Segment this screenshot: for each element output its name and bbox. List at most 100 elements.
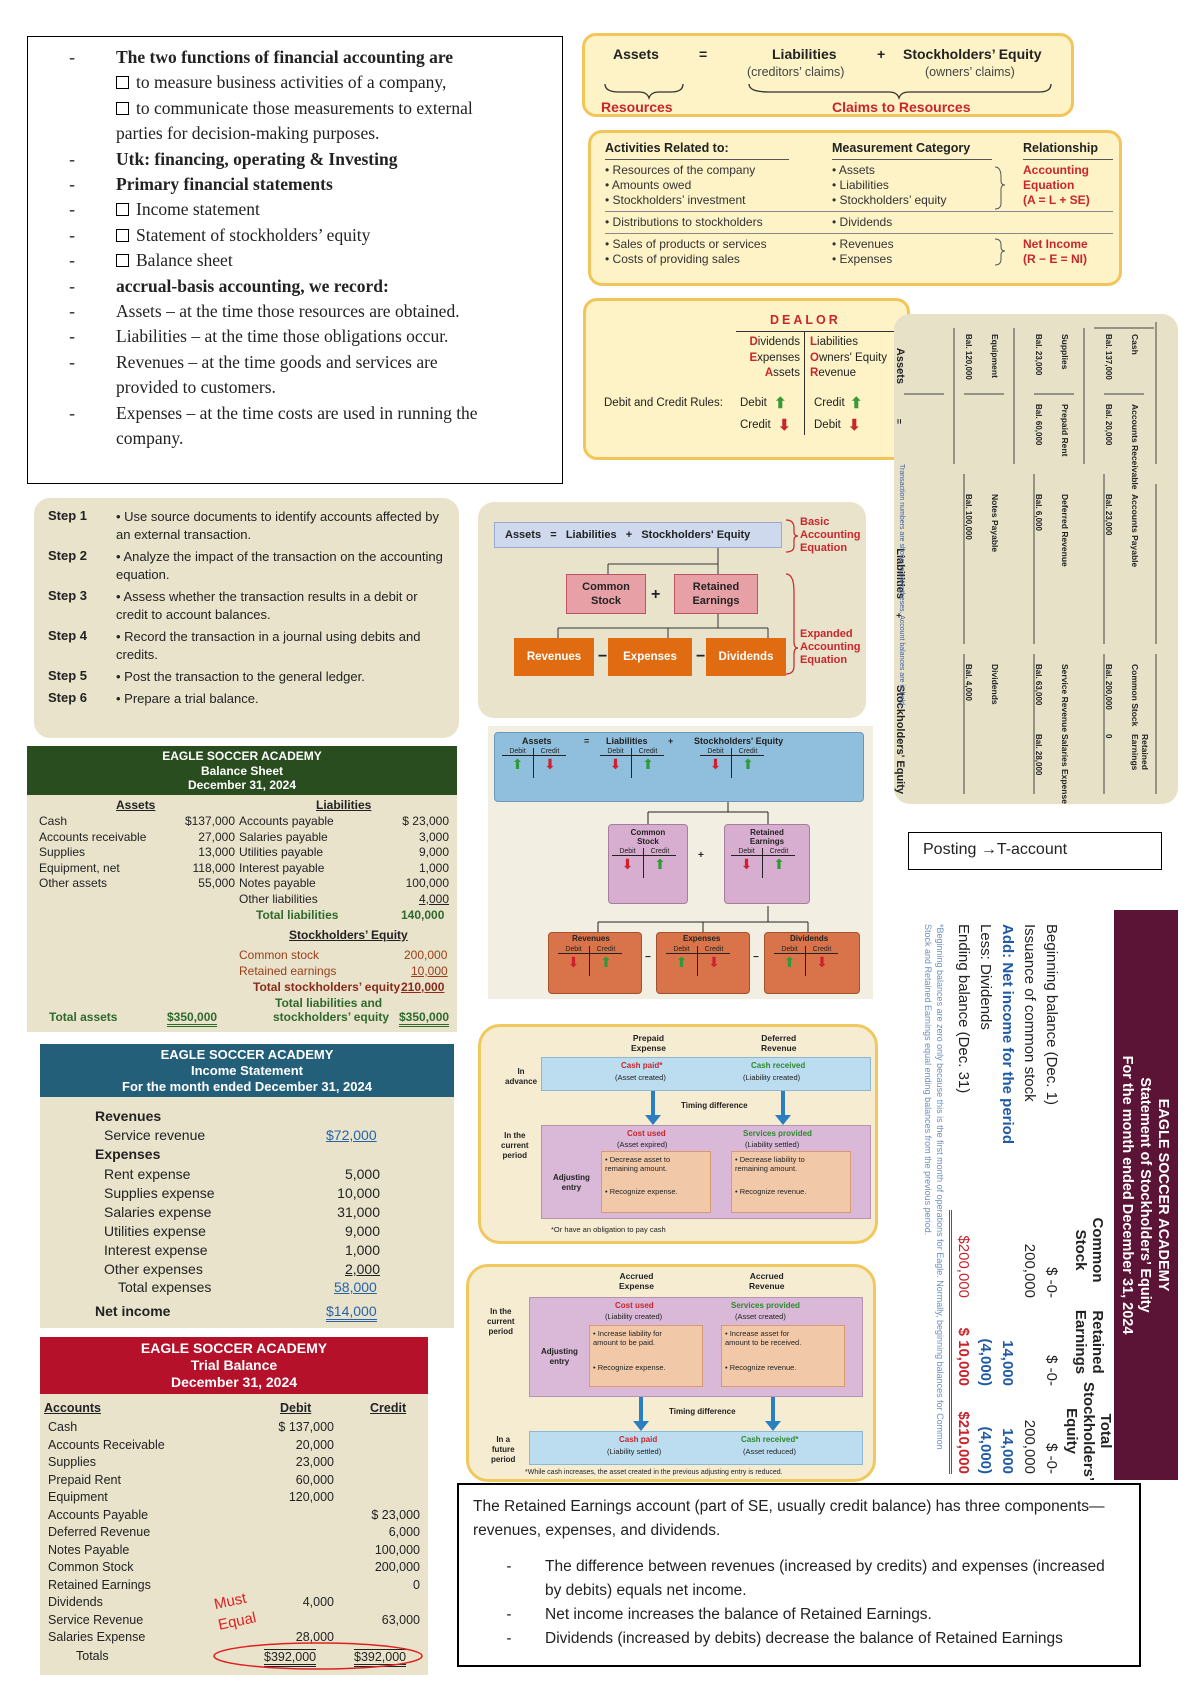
- tb-debit: $ 137,000: [278, 1420, 334, 1434]
- arrow-down-icon: ⬇: [700, 756, 732, 778]
- se-cell: $ -0-: [1043, 1355, 1060, 1386]
- tb-debit: [248, 1542, 334, 1560]
- t-debit-label: Debit: [666, 946, 698, 953]
- is-total-exp-label: Total expenses: [118, 1279, 212, 1295]
- act-item: • Assets: [832, 163, 875, 177]
- se-row-label: Add: Net income for the period: [999, 924, 1016, 1145]
- arrows-cs-line: Common: [630, 828, 666, 837]
- expanded-equation-card: Assets = Liabilities + Stockholders' Equ…: [478, 502, 866, 718]
- t1-timing-difference: Timing difference: [681, 1101, 748, 1110]
- arrow-up-icon: ⬆: [742, 756, 754, 772]
- arrow-up-icon: ⬆: [850, 395, 863, 412]
- note-dash: -: [69, 47, 75, 67]
- dealor-initial: D: [749, 336, 758, 348]
- expanded-expanded-line: Equation: [800, 654, 848, 666]
- bs-se-header: Stockholders’ Equity: [289, 928, 408, 942]
- se-row: Ending balance (Dec. 31)$200,000$ 10,000…: [949, 924, 974, 1480]
- note-line: -Primary financial statements: [28, 172, 548, 197]
- is-ni-label: Net income: [95, 1303, 171, 1319]
- t1-asset-expired: (Asset expired): [617, 1140, 668, 1149]
- re-bullet-text: The difference between revenues (increas…: [545, 1558, 1105, 1599]
- tgrid-balance: Bal. 20,000: [1104, 404, 1113, 446]
- dealor-title: DEALOR: [770, 313, 841, 327]
- note-text: to measure business activities of a comp…: [116, 70, 548, 95]
- debit-credit-diagram: Assets = Liabilities + Stockholders' Equ…: [488, 726, 873, 999]
- t-debit-label: Debit: [502, 748, 534, 755]
- arrows-div-box: [764, 932, 860, 994]
- bs-asset-row: Cash$137,000: [39, 814, 235, 830]
- t-debit-label: Debit: [731, 848, 763, 855]
- se-h-cs-line: Common: [1089, 1217, 1106, 1283]
- income-statement: EAGLE SOCCER ACADEMY Income Statement Fo…: [40, 1044, 454, 1328]
- re-bullet: -Net income increases the balance of Ret…: [473, 1603, 1125, 1627]
- act-item: (A = L + SE): [1023, 193, 1090, 207]
- act-item: • Revenues: [832, 237, 894, 251]
- note-text: Revenues – at the time goods and service…: [116, 351, 438, 372]
- is-svc-label: Service revenue: [104, 1127, 206, 1143]
- t2-liab-created: (Liability created): [605, 1312, 663, 1321]
- tb-account: Supplies: [48, 1455, 96, 1469]
- tgrid-balance: Bal. 4,000: [964, 664, 973, 701]
- arrows-top-box: [494, 732, 864, 802]
- t1-row1-line: In: [517, 1067, 525, 1076]
- note-line: -Income statement: [28, 197, 548, 222]
- bs-liab-row-value: $ 23,000: [402, 814, 449, 828]
- se-h-total-line: Equity: [1063, 1408, 1080, 1454]
- re-bullet: -Dividends (increased by debits) decreas…: [473, 1627, 1125, 1651]
- t2-cash-received: Cash received*: [741, 1435, 799, 1444]
- checkbox-icon: [116, 254, 129, 268]
- tb-h-accounts: Accounts: [44, 1401, 101, 1415]
- is-total-exp: 58,000: [334, 1279, 377, 1295]
- t1-l1-line: • Decrease asset to: [605, 1155, 671, 1164]
- se-cell: 200,000: [1021, 1419, 1038, 1474]
- tgrid-footnote: Transaction numbers are shown in parenth…: [898, 464, 905, 707]
- expanded-re-line: Earnings: [692, 595, 740, 607]
- expanded-revenues: Revenues: [514, 638, 594, 676]
- step-description: • Prepare a trial balance.: [116, 691, 259, 706]
- act-group1-categories: • Assets• Liabilities• Stockholders’ equ…: [832, 163, 946, 208]
- bs-total-ls-label2: stockholders’ equity: [273, 1010, 390, 1024]
- arrow-down-icon: ⬇: [816, 954, 828, 970]
- bs-liab-row-value: 9,000: [418, 845, 449, 859]
- act-group3-relationship: Net Income(R − E = NI): [1023, 237, 1088, 267]
- arrows-exp-box: [656, 932, 750, 994]
- t-credit-label: Credit: [812, 946, 832, 953]
- arrows-plus: +: [698, 850, 704, 861]
- tb-row: Cash$ 137,000: [48, 1419, 424, 1437]
- act-group2-category: • Dividends: [832, 215, 893, 229]
- arrows-assets: Assets: [522, 736, 552, 746]
- expanded-re-line: Retained: [692, 581, 740, 593]
- bs-liab-row-value: 1,000: [418, 860, 449, 875]
- note-text: Primary financial statements: [116, 174, 333, 195]
- tb-credit: 100,000: [374, 1542, 420, 1557]
- trial-balance: EAGLE SOCCER ACADEMY Trial Balance Decem…: [40, 1337, 428, 1675]
- bs-re: 10,000: [411, 964, 448, 978]
- dealor-initial: R: [810, 367, 819, 379]
- bs-liab-row-label: Notes payable: [239, 876, 316, 890]
- t-account-body: ⬇⬆: [612, 856, 676, 878]
- t1-timing-arrows: [645, 1091, 791, 1125]
- bs-asset-row-label: Equipment, net: [39, 860, 120, 875]
- dealor-rules-label: Debit and Credit Rules:: [604, 397, 723, 409]
- t1-right-adjust-box: [731, 1151, 851, 1213]
- arrows-re-line: Earnings: [749, 837, 785, 846]
- bs-asset-row-label: Other assets: [39, 876, 108, 890]
- t1-row1-line: advance: [505, 1077, 538, 1086]
- tb-debit: 23,000: [295, 1455, 334, 1469]
- act-braces: [994, 166, 1006, 266]
- dealor-initial: E: [749, 351, 758, 364]
- note-dash: [28, 96, 116, 121]
